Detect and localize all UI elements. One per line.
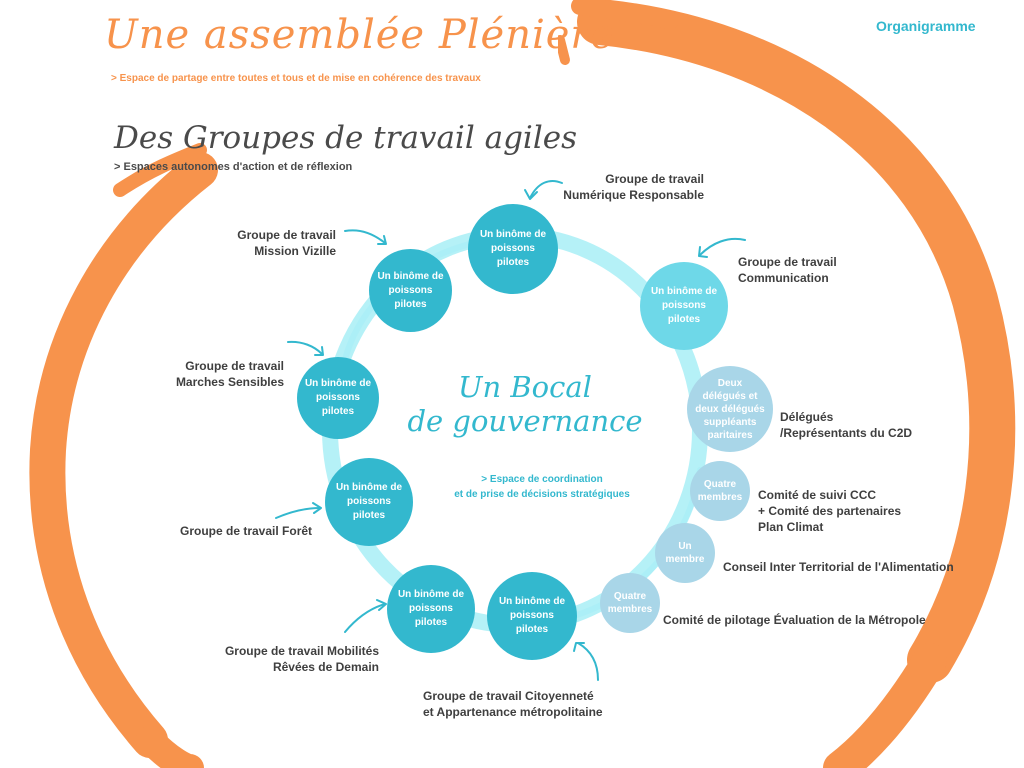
circle-text: suppléants bbox=[703, 416, 757, 428]
label-line: Groupe de travail Citoyenneté bbox=[423, 689, 594, 703]
circle-text: pilotes bbox=[515, 624, 549, 635]
circle-text: Un binôme de bbox=[498, 596, 566, 607]
label-line: + Comité des partenaires bbox=[758, 504, 902, 518]
label-line: Groupe de travail bbox=[738, 255, 837, 269]
label-line: Mission Vizille bbox=[254, 244, 336, 258]
label-comite-pilotage: Comité de pilotage Évaluation de la Métr… bbox=[663, 612, 926, 628]
circle-text: poissons bbox=[491, 243, 535, 254]
circle-communication: Un binôme de poissons pilotes bbox=[640, 262, 728, 350]
organigramme-label: Organigramme bbox=[876, 18, 976, 34]
assembly-title: Une assemblée Plénière bbox=[104, 12, 616, 58]
circle-conseil-alimentation: Un membre bbox=[655, 523, 715, 583]
circle-text: pilotes bbox=[321, 406, 355, 417]
label-mission-vizille: Groupe de travail Mission Vizille bbox=[237, 227, 336, 259]
circle-text: deux délégués bbox=[695, 403, 765, 415]
label-line: /Représentants du C2D bbox=[780, 426, 913, 440]
bocal-title: Un Bocal de gouvernance bbox=[390, 370, 660, 438]
circle-citoyennete: Un binôme de poissons pilotes bbox=[487, 572, 577, 660]
label-line: Groupe de travail bbox=[605, 172, 704, 186]
circle-text: Un binôme de bbox=[650, 286, 718, 297]
label-line: Groupe de travail Mobilités bbox=[224, 644, 379, 658]
circle-text: Un binôme de bbox=[304, 378, 372, 389]
circle-vizille: Un binôme de poissons pilotes bbox=[369, 249, 452, 332]
circle-text: Un binôme de bbox=[479, 229, 547, 240]
label-citoyennete: Groupe de travail Citoyenneté et Apparte… bbox=[423, 688, 603, 720]
label-line: Marches Sensibles bbox=[175, 375, 284, 389]
groups-subtitle: > Espaces autonomes d'action et de réfle… bbox=[114, 161, 353, 173]
circle-text: Quatre bbox=[613, 591, 647, 602]
circle-text: Un bbox=[678, 541, 692, 552]
bocal-title-line-1: Un Bocal bbox=[458, 370, 592, 404]
circle-text: poissons bbox=[316, 392, 360, 403]
label-foret: Groupe de travail Forêt bbox=[180, 523, 312, 539]
circle-text: paritaires bbox=[707, 429, 753, 441]
circle-marches-sensibles: Un binôme de poissons pilotes bbox=[297, 357, 379, 439]
circle-numerique: Un binôme de poissons pilotes bbox=[468, 204, 558, 294]
circle-text: poissons bbox=[388, 284, 433, 296]
label-comite-suivi: Comité de suivi CCC + Comité des partena… bbox=[758, 487, 901, 535]
label-line: Conseil Inter Territorial de l'Alimentat… bbox=[723, 560, 954, 574]
label-line: et Appartenance métropolitaine bbox=[423, 705, 603, 719]
bocal-subtitle-line-2: et de prise de décisions stratégiques bbox=[454, 489, 630, 500]
circle-text: poissons bbox=[347, 496, 391, 507]
circle-text: Un binôme de bbox=[377, 270, 444, 282]
label-numerique-responsable: Groupe de travail Numérique Responsable bbox=[563, 171, 704, 203]
circle-text: pilotes bbox=[394, 298, 427, 310]
label-line: Comité de pilotage Évaluation de la Métr… bbox=[663, 613, 926, 627]
circle-comite-suivi: Quatre membres bbox=[690, 461, 750, 521]
circle-text: Deux bbox=[717, 377, 743, 389]
bocal-subtitle-line-1: > Espace de coordination bbox=[481, 474, 603, 485]
label-line: Plan Climat bbox=[758, 520, 824, 534]
label-line: Rêvées de Demain bbox=[272, 660, 379, 674]
circle-delegues: Deux délégués et deux délégués suppléant… bbox=[687, 366, 773, 452]
orange-brush-ring bbox=[29, 0, 1016, 768]
label-line: Délégués bbox=[780, 410, 834, 424]
label-line: Groupe de travail bbox=[185, 359, 284, 373]
label-line: Groupe de travail Forêt bbox=[180, 524, 313, 538]
circle-text: poissons bbox=[662, 300, 706, 311]
circle-text: pilotes bbox=[352, 510, 386, 521]
circle-comite-pilotage: Quatre membres bbox=[600, 573, 660, 633]
circle-foret: Un binôme de poissons pilotes bbox=[325, 458, 413, 546]
circle-text: membres bbox=[607, 604, 653, 615]
circle-text: pilotes bbox=[496, 257, 530, 268]
assembly-subtitle: > Espace de partage entre toutes et tous… bbox=[111, 73, 481, 84]
label-line: Numérique Responsable bbox=[563, 188, 704, 202]
bocal-title-line-2: de gouvernance bbox=[407, 404, 643, 438]
circle-text: Un binôme de bbox=[335, 482, 403, 493]
bocal-subtitle: > Espace de coordination et de prise de … bbox=[442, 472, 642, 502]
label-line: Groupe de travail bbox=[237, 228, 336, 242]
label-line: Comité de suivi CCC bbox=[758, 488, 877, 502]
circle-text: pilotes bbox=[667, 314, 701, 325]
circle-text: pilotes bbox=[414, 617, 448, 628]
circle-text: poissons bbox=[510, 610, 554, 621]
title-backdrop bbox=[100, 0, 558, 70]
circle-mobilites: Un binôme de poissons pilotes bbox=[387, 565, 475, 653]
label-delegues: Délégués /Représentants du C2D bbox=[780, 409, 912, 441]
circle-text: poissons bbox=[409, 603, 453, 614]
circle-text: membres bbox=[697, 492, 743, 503]
circle-text: Un binôme de bbox=[397, 589, 465, 600]
circle-text: délégués et bbox=[702, 390, 758, 402]
pointer-arrows bbox=[275, 179, 746, 681]
label-conseil-alimentation: Conseil Inter Territorial de l'Alimentat… bbox=[723, 559, 954, 575]
label-line: Communication bbox=[738, 271, 829, 285]
circle-text: Quatre bbox=[703, 479, 737, 490]
circle-text: membre bbox=[665, 554, 705, 565]
groups-title: Des Groupes de travail agiles bbox=[114, 120, 578, 156]
label-mobilites: Groupe de travail Mobilités Rêvées de De… bbox=[225, 643, 379, 675]
label-communication: Groupe de travail Communication bbox=[738, 254, 837, 286]
label-marches-sensibles: Groupe de travail Marches Sensibles bbox=[176, 358, 284, 390]
